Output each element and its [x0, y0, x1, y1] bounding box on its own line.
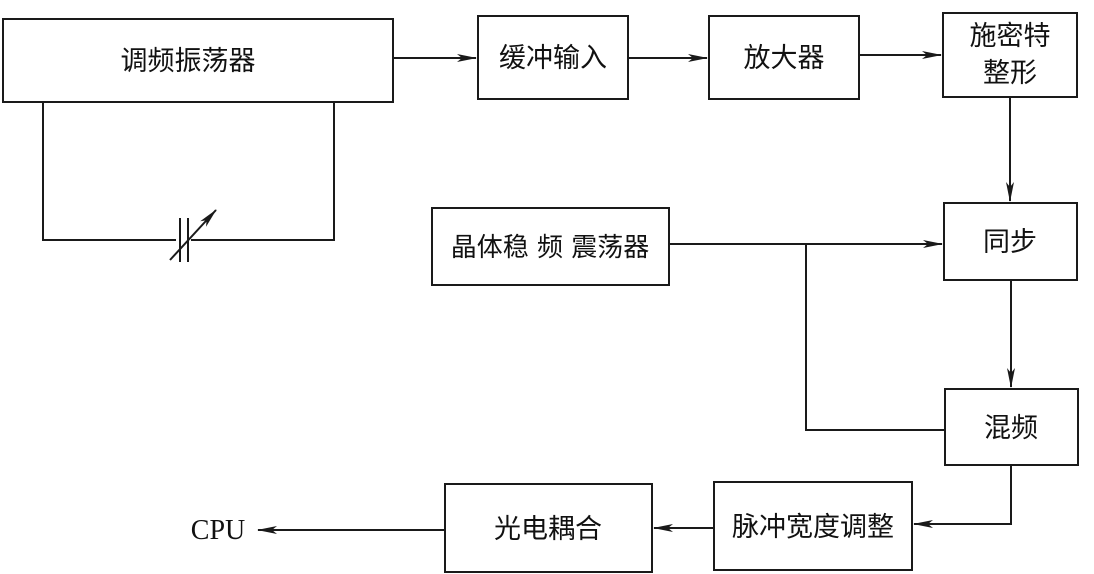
crystal-oscillator-label: 晶体稳 频 震荡器 [451, 233, 650, 263]
amplifier-block: 放大器 [708, 15, 860, 100]
sync-label: 同步 [983, 227, 1037, 258]
amplifier-label: 放大器 [744, 43, 825, 74]
sync-block: 同步 [943, 202, 1078, 281]
variable-capacitor-loop [42, 102, 335, 262]
wire-crystal-to-mixer [805, 244, 945, 431]
schmitt-label-line1: 施密特 [970, 21, 1051, 52]
mixer-block: 混频 [944, 388, 1079, 466]
buffer-input-block: 缓冲输入 [477, 15, 629, 100]
arrow-mixer-to-pulse-width [913, 465, 1012, 528]
mixer-label: 混频 [984, 413, 1038, 444]
loop-wire-left [42, 102, 176, 241]
fm-oscillator-label: 调频振荡器 [121, 46, 256, 77]
pulse-width-adjust-label: 脉冲宽度调整 [732, 512, 894, 543]
pulse-width-adjust-block: 脉冲宽度调整 [713, 481, 913, 571]
variable-capacitor-arrow-icon [169, 209, 217, 261]
optocoupler-block: 光电耦合 [444, 483, 653, 573]
cpu-output-label: CPU [191, 515, 245, 546]
schmitt-label-line2: 整形 [983, 58, 1037, 89]
fm-oscillator-block: 调频振荡器 [2, 18, 394, 103]
schmitt-shaper-block: 施密特 整形 [942, 12, 1078, 98]
crystal-oscillator-block: 晶体稳 频 震荡器 [431, 207, 670, 286]
loop-wire-right [191, 102, 335, 241]
optocoupler-label: 光电耦合 [494, 514, 602, 545]
buffer-input-label: 缓冲输入 [499, 43, 607, 74]
